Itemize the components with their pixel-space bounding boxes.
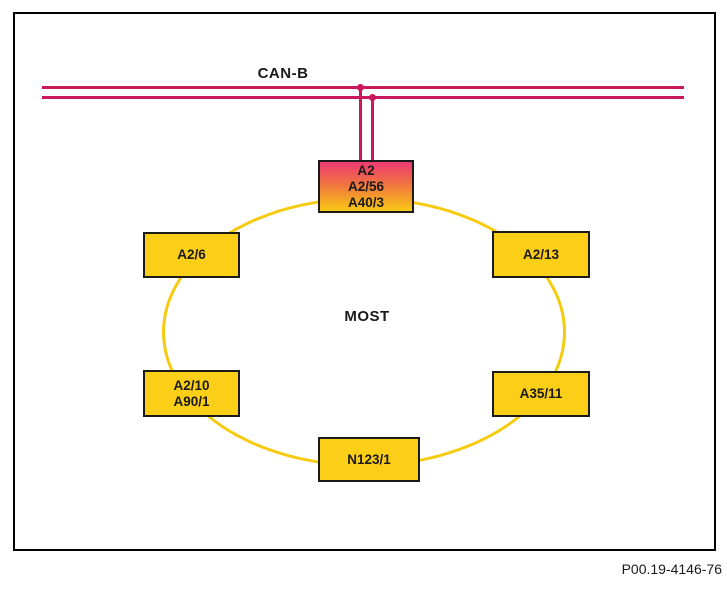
- junction-dot-right: [369, 94, 376, 101]
- node-gateway-a2: A2 A2/56 A40/3: [318, 160, 414, 213]
- node-a2-13: A2/13: [492, 231, 590, 278]
- node-a35-11: A35/11: [492, 371, 590, 417]
- can-b-bus-line-bottom: [42, 96, 684, 99]
- figure-number: P00.19-4146-76: [621, 561, 722, 577]
- can-b-label: CAN-B: [257, 65, 309, 82]
- junction-dot-left: [357, 84, 364, 91]
- node-a2-10-a90-1: A2/10 A90/1: [143, 370, 240, 417]
- bus-connector-line-right: [371, 98, 374, 162]
- bus-connector-line-left: [359, 88, 362, 162]
- most-label: MOST: [344, 308, 390, 325]
- node-a2-6: A2/6: [143, 232, 240, 278]
- node-n123-1: N123/1: [318, 437, 420, 482]
